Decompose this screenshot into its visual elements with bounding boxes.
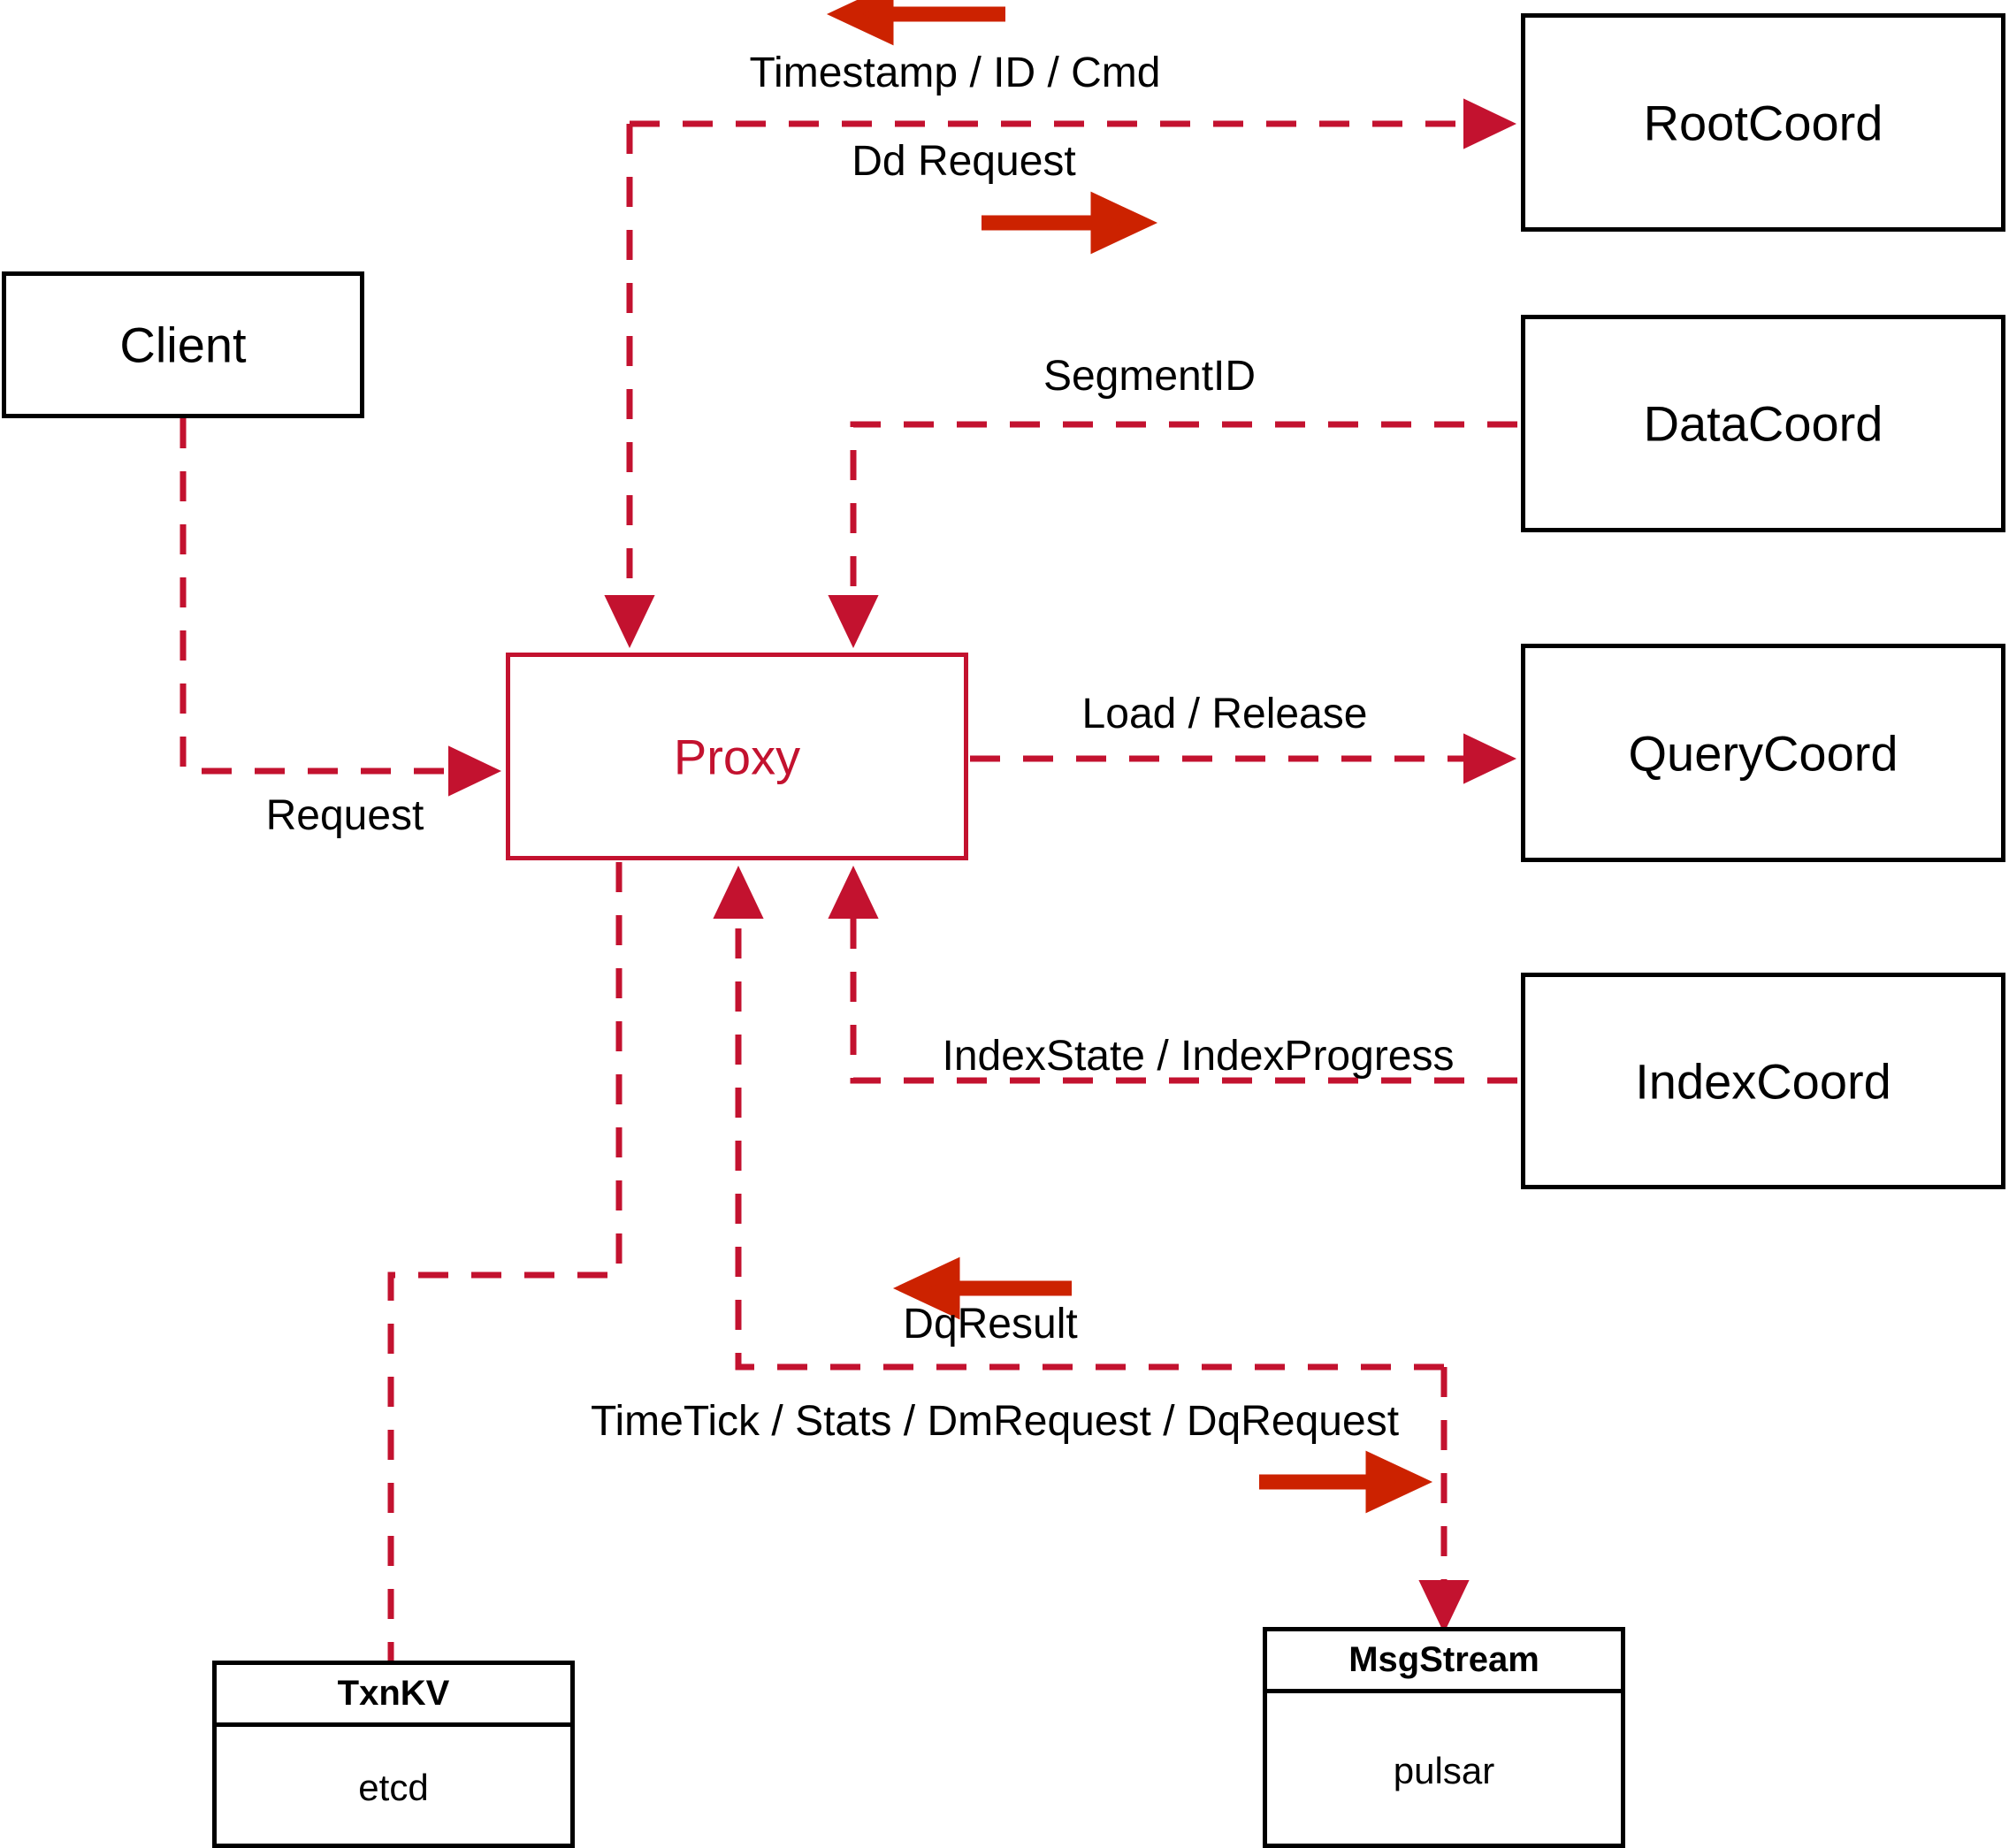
edge-label-timestamp-id-cmd: Timestamp / ID / Cmd — [749, 50, 1161, 96]
node-rootcoord[interactable]: RootCoord — [1521, 13, 2005, 232]
node-datacoord[interactable]: DataCoord — [1521, 315, 2005, 532]
direction-arrow-timestamp — [826, 0, 1005, 46]
edge-label-index-state-progress: IndexState / IndexProgress — [942, 1033, 1455, 1080]
edge-label-load-release: Load / Release — [1081, 691, 1368, 737]
edge-label-segment-id: SegmentID — [1043, 353, 1257, 400]
node-msgstream-header: MsgStream — [1267, 1631, 1621, 1693]
node-indexcoord[interactable]: IndexCoord — [1521, 973, 2005, 1189]
node-msgstream-body: pulsar — [1393, 1749, 1495, 1791]
edge-label-request: Request — [265, 792, 424, 839]
node-msgstream[interactable]: MsgStream pulsar — [1263, 1627, 1625, 1848]
edge-label-timetick-stats: TimeTick / Stats / DmRequest / DqRequest — [590, 1398, 1400, 1445]
edge-client-to-proxy — [180, 418, 502, 797]
node-rootcoord-label: RootCoord — [1643, 95, 1883, 150]
node-txnkv-body: etcd — [358, 1766, 429, 1808]
edge-msgstream-to-proxy — [713, 865, 1444, 1371]
node-txnkv-header: TxnKV — [217, 1665, 570, 1727]
edge-label-dd-request: Dd Request — [852, 138, 1076, 185]
node-client-label: Client — [119, 317, 247, 373]
node-txnkv[interactable]: TxnKV etcd — [212, 1661, 575, 1848]
edge-datacoord-to-proxy — [828, 421, 1517, 649]
edge-indexcoord-to-proxy — [828, 865, 1517, 1084]
node-indexcoord-label: IndexCoord — [1635, 1053, 1891, 1109]
node-proxy[interactable]: Proxy — [506, 653, 968, 860]
edge-proxy-to-txnkv — [387, 862, 623, 1661]
node-querycoord-label: QueryCoord — [1628, 725, 1898, 781]
node-datacoord-label: DataCoord — [1643, 395, 1883, 452]
node-querycoord[interactable]: QueryCoord — [1521, 644, 2005, 862]
node-proxy-label: Proxy — [673, 729, 801, 784]
node-client[interactable]: Client — [2, 271, 364, 418]
edge-label-dq-result: DqResult — [903, 1301, 1078, 1348]
direction-arrow-dqresult — [892, 1256, 1072, 1320]
direction-arrow-dd-request — [982, 191, 1158, 255]
direction-arrow-timetick — [1259, 1450, 1433, 1514]
